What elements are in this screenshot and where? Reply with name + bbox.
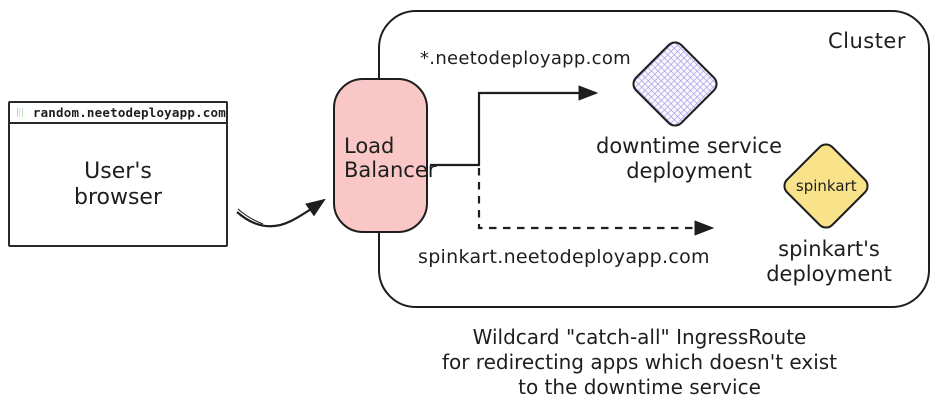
cluster-title: Cluster	[827, 29, 906, 53]
browser-titlebar: random.neetodeployapp.com	[10, 103, 226, 124]
wildcard-domain-label: *.neetodeployapp.com	[420, 48, 631, 69]
load-balancer-node: Load Balancer	[333, 78, 436, 233]
downtime-service-caption: downtime service deployment	[595, 134, 782, 183]
browser-label-line1: User's	[84, 158, 152, 184]
browser-body: User's browser	[10, 124, 226, 245]
spinkart-deployment-caption: spinkart's deployment	[766, 237, 892, 286]
spinkart-domain-label: spinkart.neetodeployapp.com	[418, 246, 710, 268]
user-browser-window: random.neetodeployapp.com User's browser	[8, 101, 228, 247]
browser-to-lb-arrow	[236, 198, 326, 228]
load-balancer-label: Load Balancer	[344, 134, 437, 182]
browser-label-line2: browser	[73, 184, 163, 210]
figure-caption: Wildcard "catch-all" IngressRoute for re…	[441, 325, 838, 399]
spinkart-node-label: spinkart	[795, 177, 857, 195]
browser-url: random.neetodeployapp.com	[32, 105, 226, 120]
